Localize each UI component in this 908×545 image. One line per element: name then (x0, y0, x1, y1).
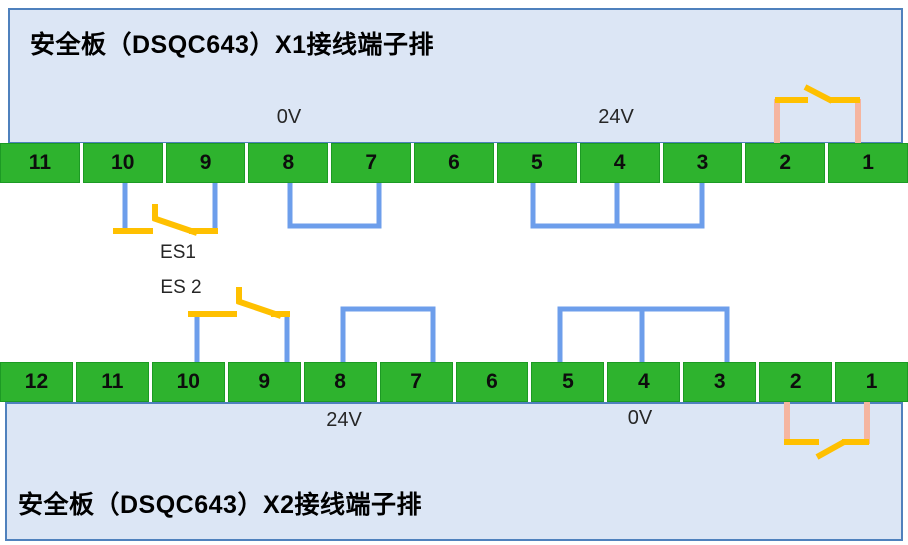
terminal-x2-12: 12 (0, 362, 73, 402)
jumper-x1-t5-t3 (530, 183, 705, 229)
terminal-x1-6: 6 (414, 143, 494, 183)
terminal-x1-3: 3 (662, 143, 743, 183)
terminal-x2-7: 7 (379, 362, 453, 402)
label-es2: ES 2 (160, 277, 202, 298)
terminal-x2-10: 10 (151, 362, 225, 402)
terminal-x2-6: 6 (455, 362, 529, 402)
x2-panel (5, 402, 903, 541)
terminal-x1-2: 2 (745, 143, 826, 183)
terminal-x1-7: 7 (331, 143, 412, 183)
terminal-x2-3: 3 (683, 362, 757, 402)
terminal-x2-11: 11 (75, 362, 149, 402)
label-es1: ES1 (160, 242, 196, 263)
terminal-x2-5: 5 (531, 362, 605, 402)
terminal-x2-2: 2 (759, 362, 833, 402)
terminal-x1-4: 4 (579, 143, 660, 183)
terminal-x2-9: 9 (227, 362, 301, 402)
terminal-x1-1: 1 (828, 143, 908, 183)
es1-switch-blade (152, 215, 198, 236)
es2-switch-blade (236, 298, 282, 319)
x2-panel-title: 安全板（DSQC643）X2接线端子排 (18, 491, 423, 519)
terminal-x2-4: 4 (607, 362, 681, 402)
terminal-x2-1: 1 (835, 362, 908, 402)
jumper-x1-t8-t7 (287, 183, 382, 229)
terminal-x2-8: 8 (303, 362, 377, 402)
label-x1-0v: 0V (276, 106, 302, 128)
label-x2-0v: 0V (627, 407, 653, 429)
label-x2-24v: 24V (326, 409, 362, 431)
terminal-x1-5: 5 (496, 143, 577, 183)
terminal-x1-10: 10 (82, 143, 163, 183)
jumper-x2-t8-t7 (340, 306, 436, 362)
jumper-x2-t5-t3 (557, 306, 730, 362)
terminal-x1-8: 8 (248, 143, 329, 183)
terminal-x1-11: 11 (0, 143, 80, 183)
label-x1-24v: 24V (598, 106, 634, 128)
x1-panel (8, 8, 903, 144)
terminal-x1-9: 9 (165, 143, 246, 183)
x1-panel-title: 安全板（DSQC643）X1接线端子排 (30, 31, 435, 59)
